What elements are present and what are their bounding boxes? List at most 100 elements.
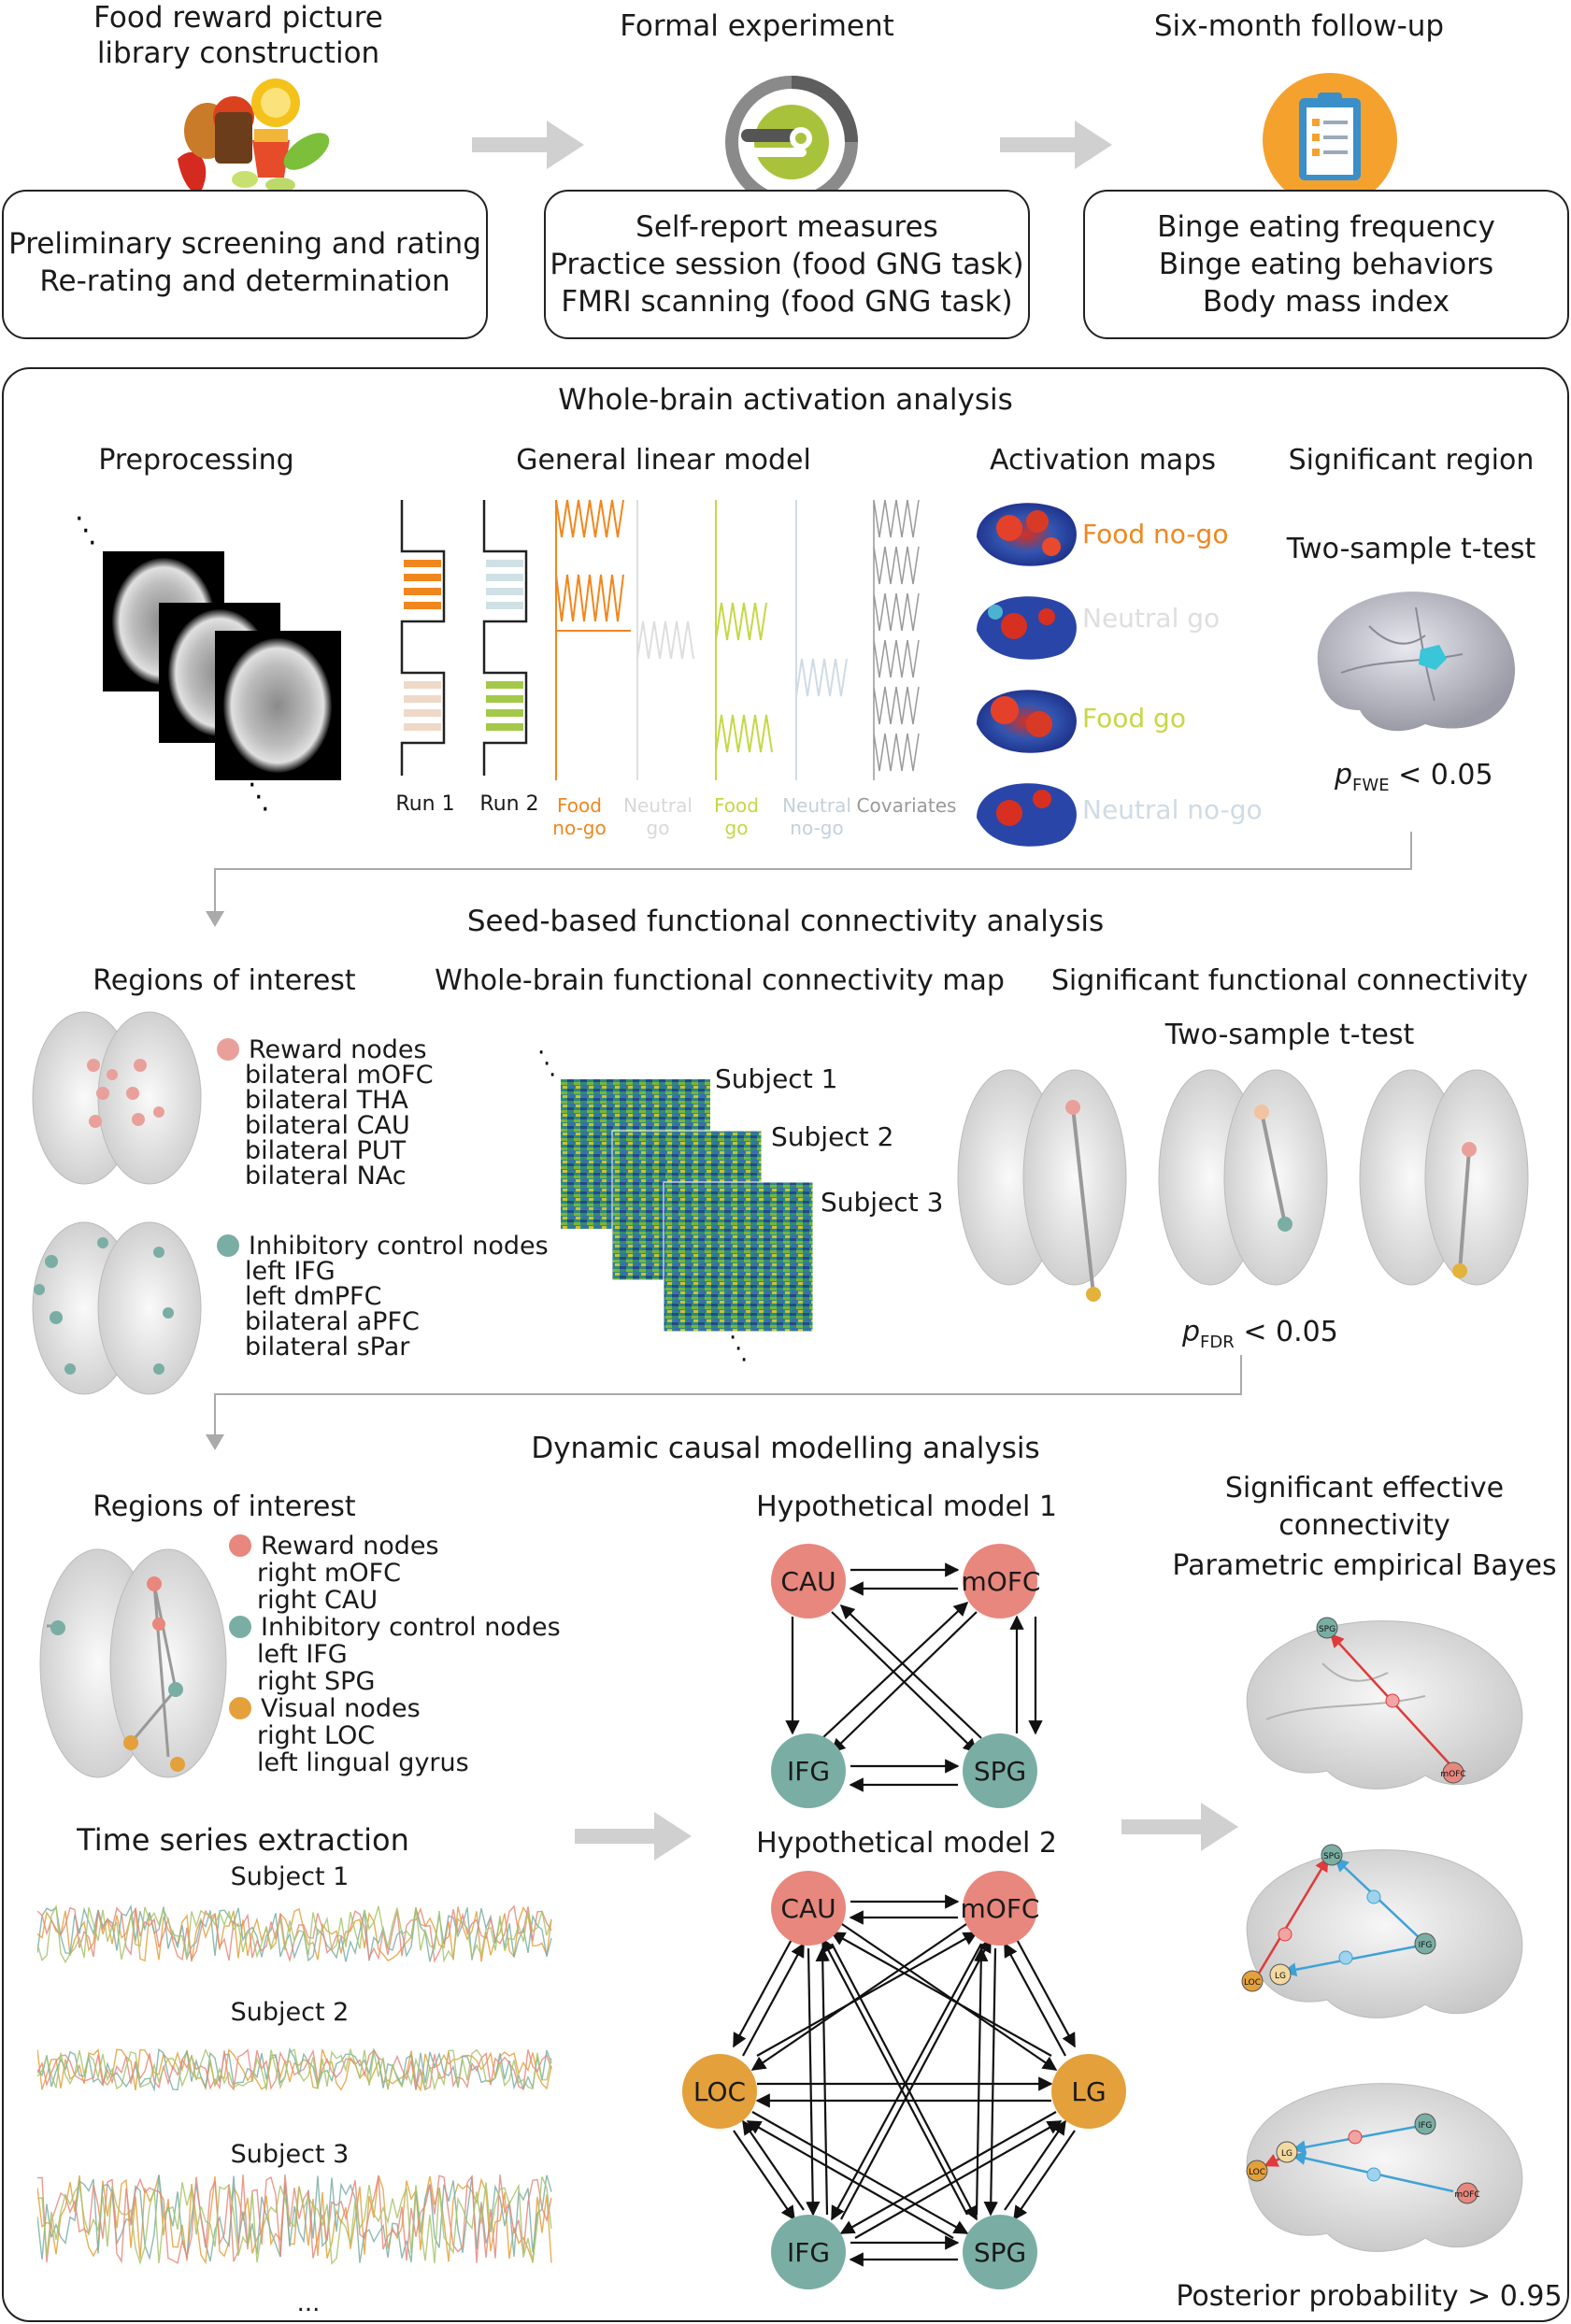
fc-subject-1: Subject 1: [715, 1063, 838, 1094]
map-label-food-go: Food go: [1082, 703, 1186, 734]
dcm-roi-title: Regions of interest: [93, 1490, 356, 1523]
stage3-box: Binge eating frequency Binge eating beha…: [1083, 190, 1569, 339]
m2-cau-label: CAU: [780, 1893, 836, 1924]
svg-text:·: ·: [261, 793, 270, 826]
timeseries-trace: [37, 2176, 552, 2266]
two-sample-test-2: Two-sample t-test: [1164, 1019, 1415, 1051]
glm-label: General linear model: [516, 444, 811, 477]
stage1-title: Food reward picture library construction: [93, 1, 383, 70]
timeseries-trace: [37, 2048, 552, 2092]
brain-node-tag: SPG: [1323, 1852, 1340, 1861]
fc-subject-2: Subject 2: [771, 1121, 894, 1152]
inhibitory-bullet-icon: [217, 1234, 239, 1257]
food-icon: [178, 78, 330, 193]
whole-brain-title: Whole-brain activation analysis: [558, 383, 1013, 417]
connector-1: [206, 832, 1412, 927]
flow-arrow-4: [1121, 1803, 1238, 1851]
timeseries-plot: [37, 1903, 552, 2266]
timeseries-trace: [37, 2174, 552, 2264]
brain-node-tag: IFG: [1419, 2121, 1433, 2131]
svg-text:·: ·: [549, 1062, 556, 1090]
reward-bullet-icon: [217, 1038, 239, 1061]
seed-fc-title: Seed-based functional connectivity analy…: [466, 905, 1105, 938]
ts-subject-2: Subject 2: [230, 1998, 350, 2027]
m2-mofc-label: mOFC: [960, 1893, 1040, 1924]
sig-fc-brains: [957, 1069, 1529, 1302]
clipboard-icon: [1263, 73, 1397, 207]
activation-brains: [977, 503, 1077, 847]
svg-text:·: ·: [248, 769, 257, 802]
stage2-title: Formal experiment: [620, 9, 894, 43]
map-label-neutral-go: Neutral go: [1082, 603, 1221, 634]
dcm-reward-bullet-icon: [229, 1534, 251, 1557]
fc-map-title: Whole-brain functional connectivity map: [435, 964, 1005, 997]
seed-inhibitory-nodes: Inhibitory control nodes left IFG left d…: [217, 1233, 549, 1360]
connector-2: [206, 1355, 1242, 1450]
timeseries-trace: [37, 2174, 552, 2265]
brain-node-tag: LOC: [1244, 1978, 1261, 1988]
svg-text:·: ·: [735, 1335, 742, 1363]
stage2-box: Self-report measures Practice session (f…: [544, 190, 1030, 339]
run1-label: Run 1: [395, 792, 455, 816]
stage3-title: Six-month follow-up: [1153, 9, 1445, 43]
svg-text:·: ·: [88, 527, 97, 560]
m1-cau-label: CAU: [780, 1566, 836, 1597]
activation-maps-label: Activation maps: [989, 444, 1216, 477]
svg-text:·: ·: [740, 1347, 748, 1375]
dcm-visual-bullet-icon: [229, 1697, 251, 1719]
m2-lg-label: LG: [1071, 2076, 1107, 2107]
brain-node-tag: LOC: [1249, 2168, 1265, 2177]
timeseries-trace: [37, 1903, 552, 1964]
timeseries-trace: [37, 1903, 552, 1962]
timeseries-trace: [37, 1905, 552, 1962]
brain-node-tag: LG: [1275, 1972, 1286, 1981]
model1-title: Hypothetical model 1: [756, 1490, 1057, 1523]
timeseries-trace: [37, 2047, 552, 2092]
significant-region-label: Significant region: [1288, 444, 1535, 477]
m2-spg-label: SPG: [973, 2237, 1027, 2268]
brain-node-tag: mOFC: [1440, 1770, 1465, 1779]
map-label-food-nogo: Food no-go: [1082, 519, 1229, 549]
svg-text:·: ·: [537, 1042, 545, 1067]
m2-loc-label: LOC: [693, 2076, 747, 2107]
m2-ifg-label: IFG: [786, 2237, 831, 2268]
seed-reward-nodes: Reward nodes bilateral mOFC bilateral TH…: [217, 1037, 434, 1189]
svg-text:·: ·: [543, 1050, 550, 1078]
brain-node-tag: LG: [1281, 2149, 1293, 2159]
timeseries-trace: [37, 2048, 552, 2091]
seed-roi-brains: [32, 1011, 202, 1395]
flow-arrow-1: [472, 121, 584, 169]
fwe-threshold: pFWE < 0.05: [1335, 759, 1493, 795]
dcm-roi-brain: [39, 1548, 227, 1778]
ts-subject-3: Subject 3: [230, 2140, 350, 2169]
dcm-inhibitory-bullet-icon: [229, 1616, 251, 1638]
preprocessing-images: ··· ···: [75, 505, 341, 826]
glm-design: [400, 499, 920, 780]
timeseries-title: Time series extraction: [77, 1822, 409, 1858]
sig-fc-title: Significant functional connectivity: [1050, 964, 1529, 997]
flow-arrow-3: [575, 1812, 692, 1861]
fdr-threshold: pFDR < 0.05: [1182, 1316, 1338, 1352]
covariates-label: Covariates: [856, 794, 957, 817]
map-label-neutral-nogo: Neutral no-go: [1082, 794, 1263, 825]
fc-subject-3: Subject 3: [821, 1187, 944, 1218]
significant-brain: [1317, 592, 1516, 732]
brain-node-tag: SPG: [1319, 1625, 1335, 1634]
run2-label: Run 2: [479, 792, 539, 816]
seed-roi-title: Regions of interest: [93, 964, 356, 997]
svg-text:·: ·: [75, 505, 84, 535]
m1-mofc-label: mOFC: [961, 1566, 1041, 1597]
m1-ifg-label: IFG: [786, 1756, 831, 1787]
flow-arrow-2: [1000, 121, 1112, 169]
ts-subject-1: Subject 1: [230, 1862, 350, 1891]
model1-graph: [771, 1544, 1043, 1808]
model2-title: Hypothetical model 2: [756, 1827, 1057, 1860]
model2-graph: [682, 1871, 1126, 2289]
fc-matrices: ··· ···: [537, 1042, 814, 1375]
svg-text:·: ·: [729, 1324, 736, 1352]
